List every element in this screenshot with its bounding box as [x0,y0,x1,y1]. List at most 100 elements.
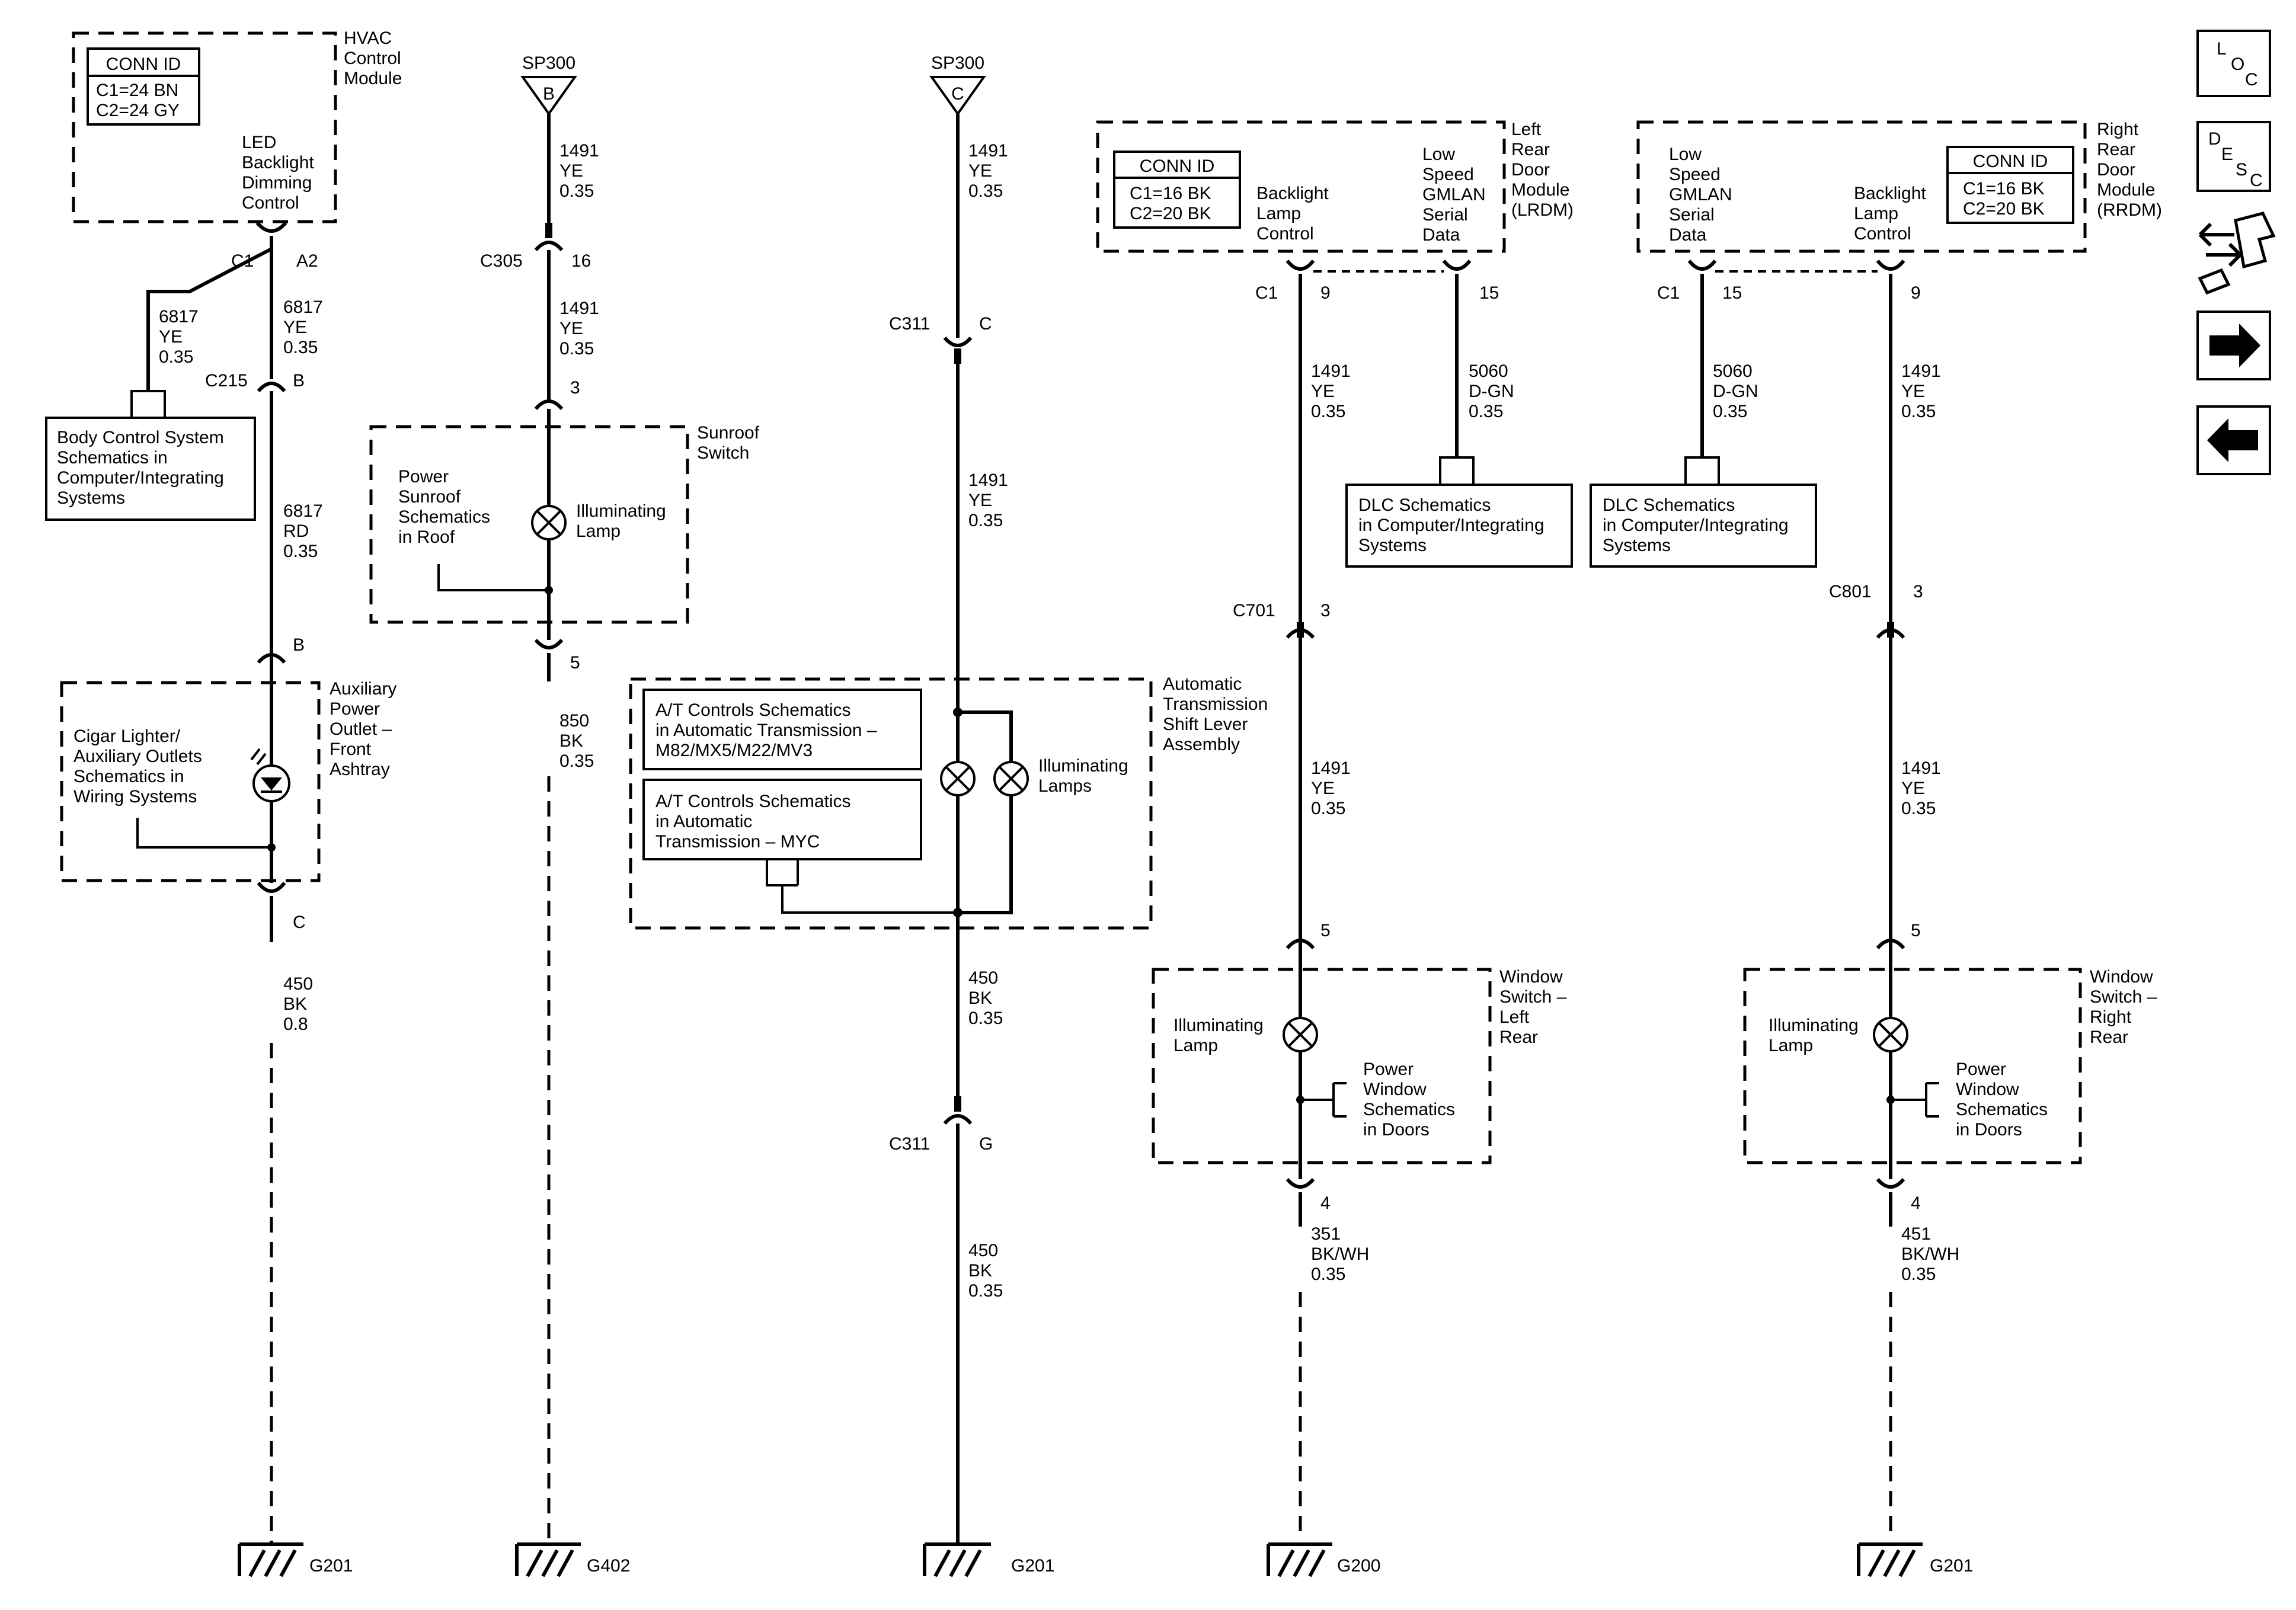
rrdm-dlc-bracket [1684,456,1720,485]
rrdm-c1-label: C1 [1657,283,1680,303]
rrdm-window-top-pin-label: 5 [1911,921,1921,940]
c801-label: C801 [1829,582,1872,601]
rrdm-dlc-reference-label: DLC Schematics in Computer/Integrating S… [1603,495,1793,555]
sunroof-switch-label: Sunroof Switch [697,423,764,463]
connector-swap-icon[interactable] [2198,212,2276,295]
next-page-button[interactable] [2196,311,2271,380]
lrdm-conn-id-box [1113,151,1241,229]
wire-1491-rrdm-b-label: 1491 YE 0.35 [1901,758,1946,818]
rrdm-gmlan-label: Low Speed GMLAN Serial Data [1669,145,1737,245]
svg-text:D: D [2208,129,2221,149]
cigar-lighter-label: Cigar Lighter/ Auxiliary Outlets Schemat… [73,726,207,806]
at-controls-ref-2-label: A/T Controls Schematics in Automatic Tra… [655,792,856,852]
wire-450-bk-trans-b-label: 450 BK 0.35 [968,1241,1003,1301]
wire-450-bk-trans-a-label: 450 BK 0.35 [968,968,1003,1028]
wire-450-bk-08-label: 450 BK 0.8 [283,974,318,1034]
lrdm-pin9-label: 9 [1320,283,1331,303]
bcs-reference-label: Body Control System Schematics in Comput… [57,428,229,508]
rrdm-pin9-connector [1876,260,1905,271]
hvac-conn-id-box [87,47,200,126]
c701-pin-label: 3 [1320,601,1331,620]
lrdm-dlc-reference-box [1345,484,1573,568]
ground-g200 [1267,1542,1332,1577]
shift-lamp-parallel-wire [958,710,1013,914]
wire-451-label: 451 BK/WH 0.35 [1901,1224,1965,1284]
aux-outlet-label: Auxiliary Power Outlet – Front Ashtray [330,679,402,779]
lrdm-module-outline [1096,120,1506,253]
shift-lamps-label: Illuminating Lamps [1038,756,1133,796]
c215-pin-label: B [293,371,305,391]
hvac-module-outline [72,31,337,223]
sp300-c-label: SP300 [931,53,984,73]
sunroof-column: SP300 B 1491 YE 0.35 C305 16 1491 YE 0.3… [369,53,764,1577]
sunroof-lamp-label: Illuminating Lamp [576,501,671,541]
lrdm-window-bottom-connector [1285,1177,1315,1189]
rrdm-pin15-label: 15 [1722,283,1742,303]
c215-connector [257,382,286,393]
wire-6817-ye-right-label: 6817 YE 0.35 [283,297,328,357]
rrdm-window-switch-label: Window Switch – Right Rear [2090,967,2162,1047]
lrdm-lamp-label: Illuminating Lamp [1173,1016,1268,1055]
ground-g201-col3-label: G201 [1011,1556,1054,1576]
ground-g402 [515,1542,581,1577]
arrow-right-icon [2209,324,2260,367]
c801-pin-label: 3 [1913,582,1923,601]
sp300-b-label: SP300 [522,53,575,73]
rrdm-module-outline [1636,120,2087,253]
c215-label: C215 [205,371,248,391]
lrdm-c1-label: C1 [1255,283,1278,303]
ground-g201-col1 [238,1542,303,1577]
hvac-module-label: HVAC Control Module [344,28,406,88]
svg-text:S: S [2236,160,2247,180]
lrdm-window-top-pin-label: 5 [1320,921,1331,940]
lrdm-column: Left Rear Door Module (LRDM) CONN ID C1=… [1096,120,1574,1577]
lrdm-pin9-connector [1285,260,1315,271]
sp300-c-letter: C [951,84,964,104]
wire-850-bk-label: 850 BK 0.35 [559,711,594,771]
power-sunroof-bracket [437,564,549,591]
hvac-conn-id-title: CONN ID [106,55,181,74]
desc-button[interactable]: D E S C [2196,121,2271,192]
a2-pin-label: A2 [296,251,318,271]
lrdm-pin15-label: 15 [1479,283,1499,303]
lrdm-power-window-label: Power Window Schematics in Doors [1363,1060,1460,1140]
c311-top-pin-label: C [979,314,992,334]
wire-1491-trans-a-label: 1491 YE 0.35 [968,141,1013,201]
rrdm-pin9-label: 9 [1911,283,1921,303]
wire-5060-lrdm-label: 5060 D-GN 0.35 [1469,361,1519,421]
wire-351-label: 351 BK/WH 0.35 [1311,1224,1374,1284]
rrdm-window-switch-outline [1743,968,2082,1164]
at-controls-ref-1 [642,689,922,770]
wire-1491-trans-b-label: 1491 YE 0.35 [968,470,1013,530]
bcs-bracket [130,390,166,418]
led-symbol [250,748,290,802]
lrdm-window-bottom-pin-label: 4 [1320,1193,1331,1213]
wire-1491-sunroof-b-label: 1491 YE 0.35 [559,299,604,359]
lrdm-pin15-connector [1442,260,1472,271]
ground-g201-col1-label: G201 [309,1556,353,1576]
rrdm-window-top-connector [1876,939,1905,950]
loc-button[interactable]: L O C [2196,30,2271,97]
rrdm-conn-id-title: CONN ID [1973,152,2048,171]
ground-g201-col3 [923,1542,991,1577]
sunroof-lamp-symbol [531,505,567,540]
wire-6817-ye-left-label: 6817 YE 0.35 [159,307,203,367]
ground-g201-col5-label: G201 [1930,1556,1973,1576]
rrdm-lamp-symbol [1873,1017,1908,1052]
lrdm-conn-id-values: C1=16 BK C2=20 BK [1130,184,1216,223]
c311-bottom-label: C311 [889,1134,930,1154]
prev-page-button[interactable] [2196,405,2271,475]
rrdm-window-bottom-pin-label: 4 [1911,1193,1921,1213]
aux-outlet-outline [60,681,321,882]
cigar-ground-bracket [136,818,271,849]
lrdm-window-switch-label: Window Switch – Left Rear [1499,967,1572,1047]
lrdm-window-top-connector [1285,939,1315,950]
power-sunroof-label: Power Sunroof Schematics in Roof [398,467,495,547]
sunroof-bottom-connector [534,638,564,649]
sunroof-bottom-pin-label: 5 [570,653,580,673]
rrdm-conn-id-values: C1=16 BK C2=20 BK [1963,179,2049,219]
sp300-b-triangle [520,76,577,116]
lrdm-lamp-symbol [1283,1017,1318,1052]
wire-6817-rd-label: 6817 RD 0.35 [283,501,328,561]
